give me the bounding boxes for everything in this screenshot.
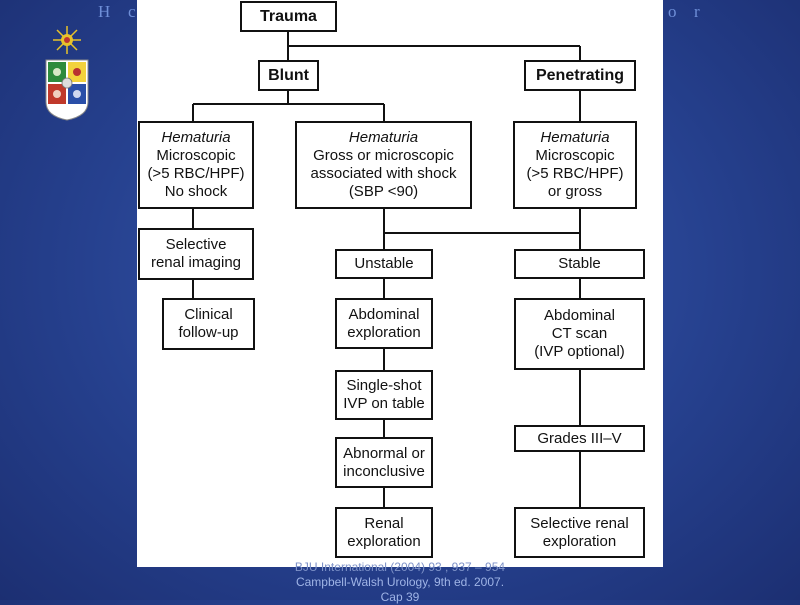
reference-line: BJU International (2004) 93 , 937 – 954 — [294, 560, 506, 574]
node-line: follow-up — [178, 324, 239, 341]
renal-exploration-node: Renal exploration — [335, 507, 433, 558]
abnormal-inconclusive-node: Abnormal or inconclusive — [335, 437, 433, 488]
header-letter: r — [694, 2, 702, 21]
flowchart-slide: Trauma Blunt Penetrating Hematuria Micro… — [137, 0, 663, 567]
unstable-node: Unstable — [335, 249, 433, 279]
single-shot-ivp-node: Single-shot IVP on table — [335, 370, 433, 420]
node-line: associated with shock — [310, 165, 457, 182]
node-line: Microscopic — [535, 147, 615, 164]
node-line: Abdominal — [348, 305, 420, 323]
node-line: or gross — [547, 183, 603, 200]
selective-renal-imaging-node: Selective renal imaging — [138, 228, 254, 280]
node-line: renal imaging — [150, 254, 242, 271]
node-title: Hematuria — [540, 129, 610, 146]
node-label: Trauma — [260, 7, 317, 25]
reference-line: Cap 39 — [380, 590, 420, 604]
node-title: Hematuria — [161, 129, 231, 146]
node-label: Unstable — [354, 255, 414, 272]
node-line: Gross or microscopic — [313, 147, 454, 164]
university-crest-icon — [45, 26, 89, 121]
header-title: H c o r — [0, 2, 800, 24]
node-line: exploration — [347, 323, 421, 341]
hematuria-with-shock-node: Hematuria Gross or microscopic associate… — [295, 121, 472, 209]
header-letter: c — [128, 2, 138, 21]
node-title: Hematuria — [348, 129, 419, 146]
node-label: Penetrating — [535, 66, 624, 84]
node-line: (SBP <90) — [348, 183, 419, 200]
reference-line: Campbell-Walsh Urology, 9th ed. 2007. — [295, 575, 505, 589]
node-line: (IVP optional) — [534, 343, 625, 360]
node-line: Selective renal — [530, 514, 629, 532]
node-line: exploration — [347, 532, 421, 550]
shield-icon — [45, 59, 89, 121]
node-line: Clinical — [184, 306, 233, 323]
selective-renal-exploration-node: Selective renal exploration — [514, 507, 645, 558]
references: BJU International (2004) 93 , 937 – 954 … — [260, 560, 540, 605]
node-line: (>5 RBC/HPF) — [526, 165, 624, 182]
node-label: Stable — [558, 255, 601, 272]
hematuria-microscopic-no-shock-node: Hematuria Microscopic (>5 RBC/HPF) No sh… — [138, 121, 254, 209]
stable-node: Stable — [514, 249, 645, 279]
node-line: Microscopic — [156, 147, 236, 164]
node-line: Abnormal or — [343, 444, 425, 462]
header-letter: o — [668, 2, 679, 21]
node-label: Blunt — [268, 66, 309, 84]
node-line: Renal — [364, 514, 404, 532]
grades-iii-v-node: Grades III–V — [514, 425, 645, 452]
node-line: CT scan — [551, 325, 608, 342]
trauma-node: Trauma — [240, 1, 337, 32]
blunt-node: Blunt — [258, 60, 319, 91]
node-line: inconclusive — [343, 462, 425, 480]
node-line: No shock — [164, 183, 228, 200]
node-line: Selective — [165, 236, 227, 253]
hematuria-penetrating-node: Hematuria Microscopic (>5 RBC/HPF) or gr… — [513, 121, 637, 209]
sun-icon — [53, 26, 81, 54]
node-line: Single-shot — [346, 377, 422, 394]
node-line: exploration — [542, 532, 617, 550]
node-line: IVP on table — [343, 395, 425, 412]
penetrating-node: Penetrating — [524, 60, 636, 91]
node-line: Abdominal — [544, 307, 615, 324]
abdominal-exploration-node: Abdominal exploration — [335, 298, 433, 349]
node-label: Grades III–V — [537, 429, 622, 447]
header-letter: H — [98, 2, 113, 21]
node-line: (>5 RBC/HPF) — [147, 165, 245, 182]
connector-lines — [192, 31, 581, 507]
abdominal-ct-scan-node: Abdominal CT scan (IVP optional) — [514, 298, 645, 370]
clinical-follow-up-node: Clinical follow-up — [162, 298, 255, 350]
